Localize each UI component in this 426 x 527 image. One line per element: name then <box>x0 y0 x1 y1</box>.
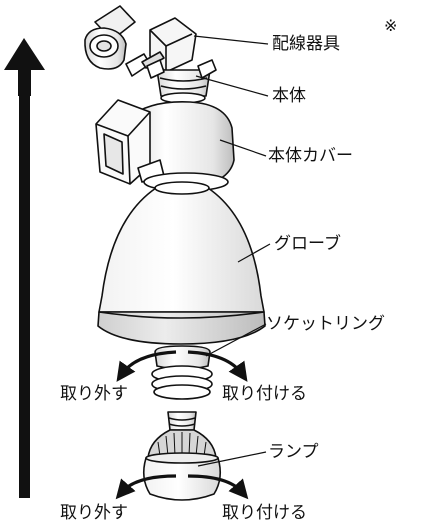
leader-lamp <box>197 451 267 467</box>
note-mark: ※ <box>384 16 398 35</box>
label-socket-ring: ソケットリング <box>266 314 385 334</box>
label-attach-upper: 取り付ける <box>222 384 307 404</box>
lamp-part <box>142 411 222 501</box>
rotation-arrows-lower <box>115 474 249 500</box>
label-attach-lower: 取り付ける <box>222 503 307 523</box>
leader-lines <box>193 35 271 467</box>
label-remove-lower: 取り外す <box>60 503 128 523</box>
upward-arrow <box>4 38 45 498</box>
body-cover <box>95 99 235 192</box>
leader-socket-ring <box>205 323 267 357</box>
label-wiring-fixture: 配線器具 <box>272 34 340 54</box>
leader-wiring-fixture <box>193 35 269 45</box>
leader-main-body <box>195 75 269 97</box>
main-body <box>146 59 217 104</box>
rotation-arrows-upper <box>116 350 248 382</box>
leader-body-cover <box>219 139 267 157</box>
label-main-body: 本体 <box>272 86 306 106</box>
label-globe: グローブ <box>274 234 341 254</box>
label-remove-upper: 取り外す <box>60 384 128 404</box>
wiring-fixture <box>84 5 197 77</box>
label-lamp: ランプ <box>268 442 319 462</box>
label-body-cover: 本体カバー <box>268 146 353 166</box>
globe <box>97 181 266 345</box>
leader-globe <box>237 243 271 263</box>
